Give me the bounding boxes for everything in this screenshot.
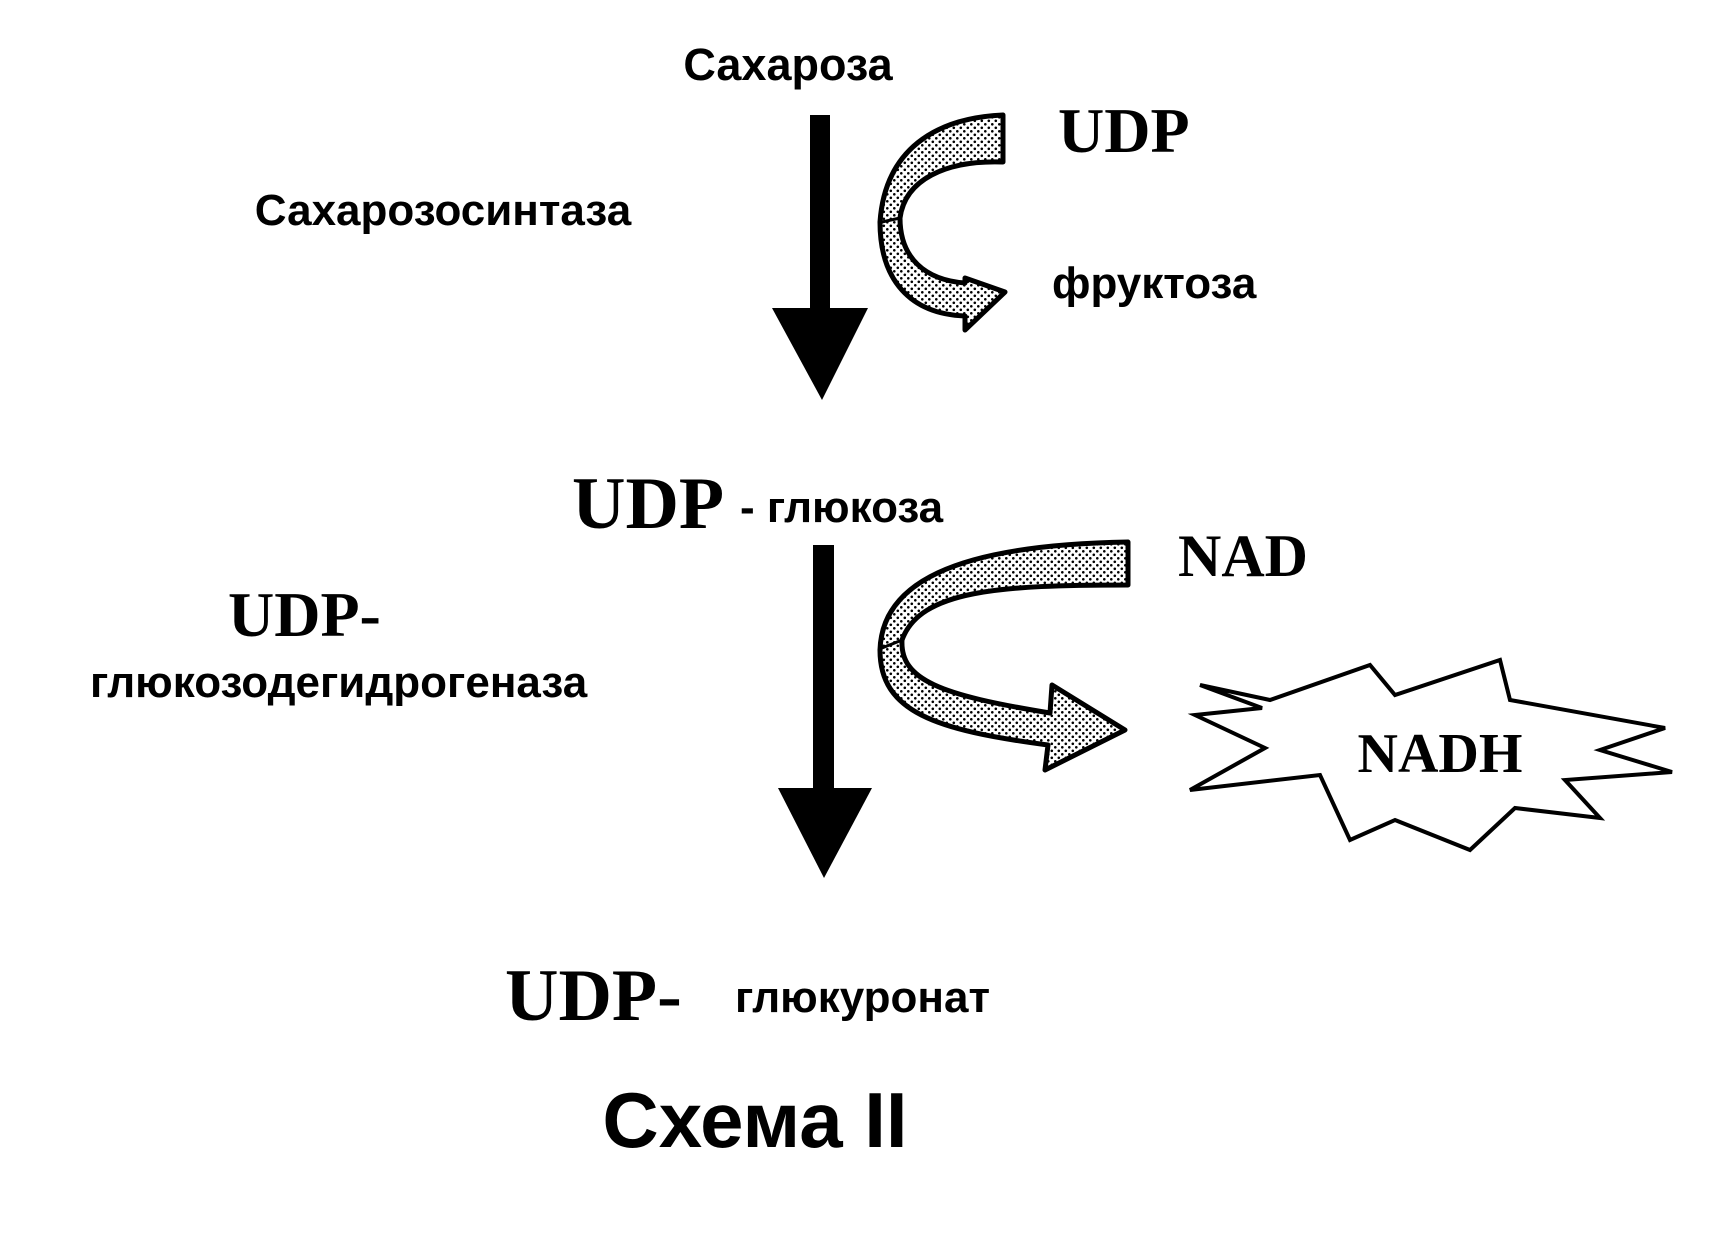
reaction-arrow-2 — [778, 545, 872, 878]
curved-arrow-udp-fructose — [880, 115, 1005, 330]
product-nadh: NADH — [1358, 723, 1523, 785]
node-udp-glucuronate-suffix: глюкуронат — [735, 973, 990, 1022]
scheme-caption: Схема II — [602, 1076, 907, 1164]
node-udp-glucose-suffix: - глюкоза — [740, 483, 944, 532]
cofactor-nad: NAD — [1178, 523, 1308, 589]
enzyme-ugd-line1: UDP- — [228, 579, 381, 650]
reaction-arrow-1 — [772, 115, 868, 400]
curved-arrow-nad-nadh — [880, 542, 1128, 770]
node-udp-glucose-prefix: UDP — [572, 463, 724, 545]
product-fructose: фруктоза — [1052, 259, 1257, 308]
cofactor-udp: UDP — [1058, 95, 1190, 166]
enzyme-ugd-line2: глюкозодегидрогеназа — [90, 658, 588, 707]
node-sucrose: Сахароза — [683, 39, 893, 90]
enzyme-sucrose-synthase: Сахарозосинтаза — [255, 186, 632, 235]
node-udp-glucuronate-prefix: UDP- — [505, 955, 682, 1037]
